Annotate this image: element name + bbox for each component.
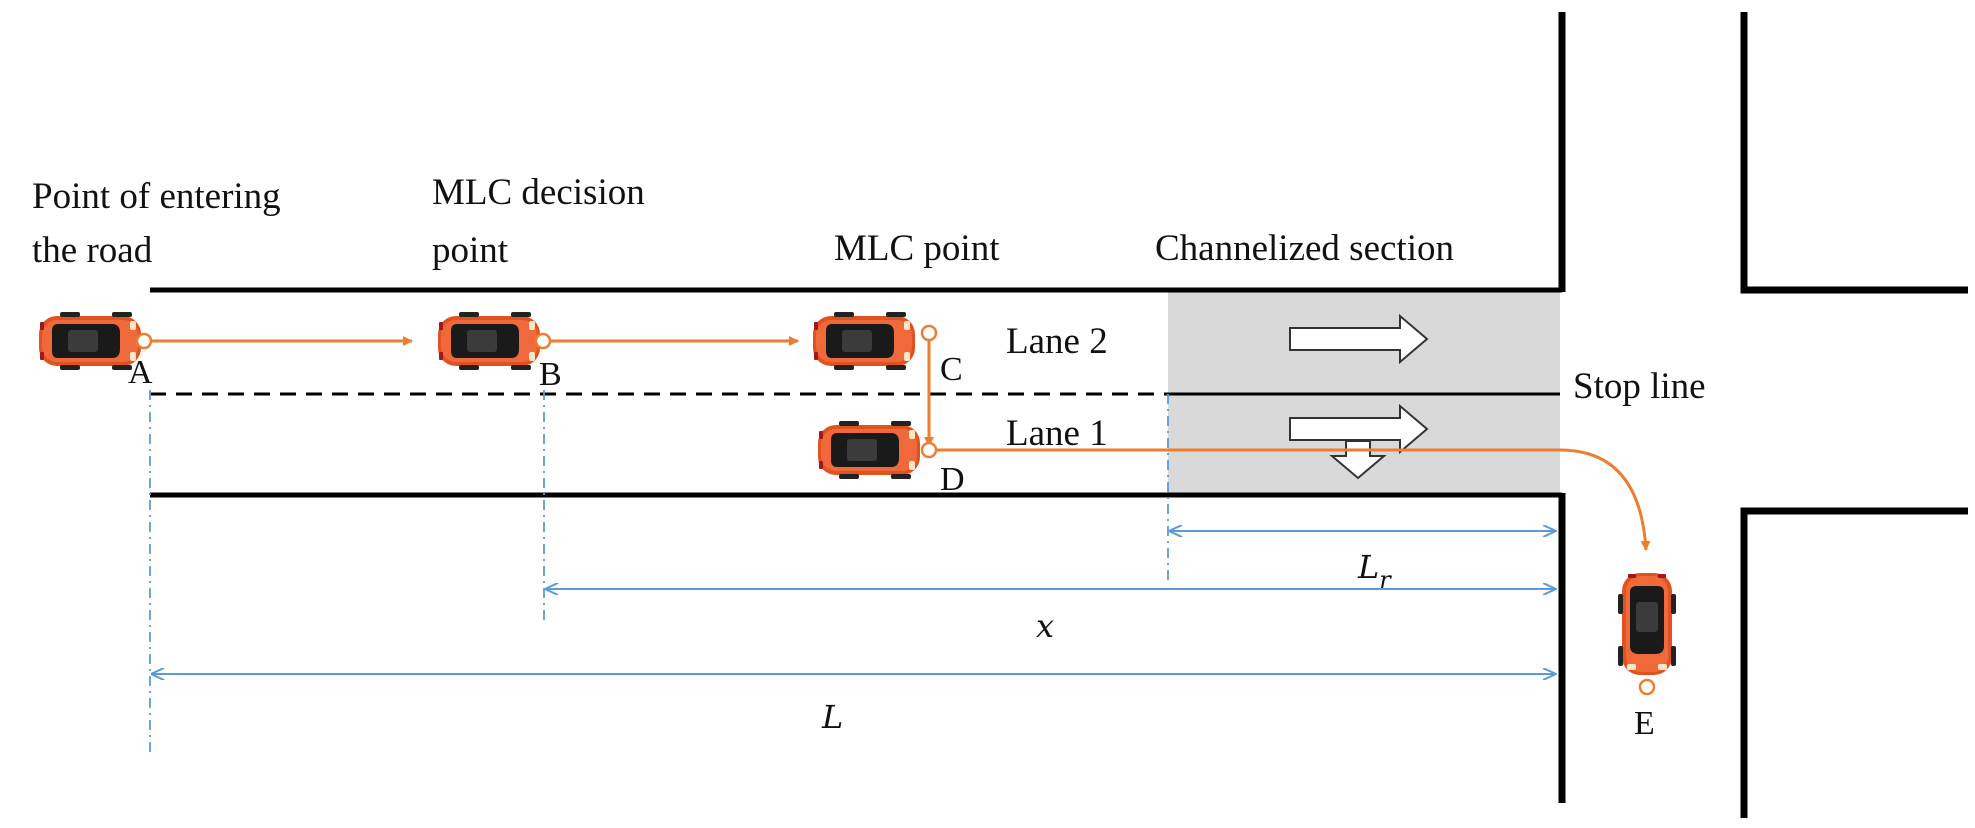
vehicle-at-e [1618, 573, 1676, 675]
stop-line-label: Stop line [1573, 366, 1706, 407]
point-a-label: A [128, 354, 153, 391]
vehicle-at-a [39, 312, 141, 370]
decision-point-label-line1: MLC decision [432, 172, 645, 213]
arrow-right-icon [1289, 403, 1429, 455]
vehicle-at-c [813, 312, 915, 370]
arrow-down-icon [1329, 440, 1387, 480]
lane-1-label: Lane 1 [1006, 413, 1108, 454]
lane-2-label: Lane 2 [1006, 321, 1108, 362]
arrow-right-icon [1289, 313, 1429, 365]
dimension-lr-sub: r [1379, 566, 1392, 594]
dimension-l-label: L [821, 698, 843, 736]
cross-street-lower-corner [1740, 507, 1968, 818]
point-a-marker [135, 332, 153, 350]
mlc-point-label: MLC point [834, 228, 1000, 269]
trajectory-d-e [936, 448, 1651, 551]
channelized-section-label: Channelized section [1155, 228, 1454, 269]
vehicle-at-d [818, 421, 920, 479]
point-b-marker [534, 332, 552, 350]
entry-point-label-line2: the road [32, 230, 153, 271]
point-e-marker [1638, 678, 1656, 696]
decision-point-label-line2: point [432, 230, 509, 271]
dimension-lr-label: Lr [1357, 548, 1392, 594]
point-e-label: E [1634, 705, 1655, 742]
point-c-marker [920, 324, 938, 342]
point-b-label: B [539, 356, 562, 393]
point-c-label: C [940, 351, 963, 388]
point-d-label: D [940, 461, 965, 498]
entry-point-label-line1: Point of entering [32, 176, 281, 217]
dimension-lr-main: L [1357, 548, 1379, 586]
dimension-x-label: x [1036, 607, 1054, 645]
point-d-marker [920, 441, 938, 459]
cross-street-upper-corner [1740, 12, 1968, 294]
vehicle-at-b [438, 312, 540, 370]
